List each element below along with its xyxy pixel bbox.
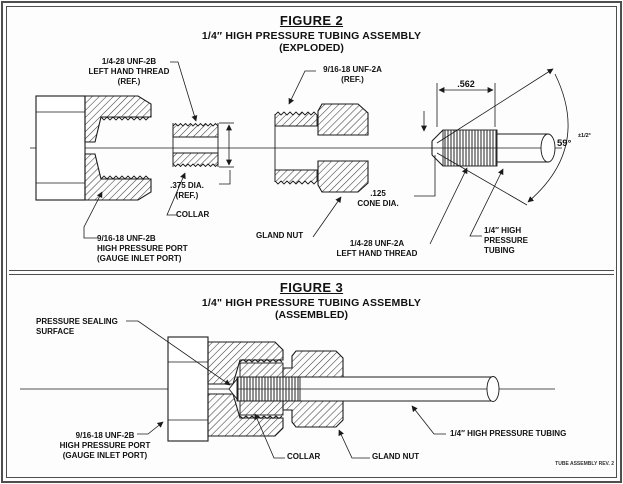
fig2-label-collar-thread: 1/4-28 UNF-2B LEFT HAND THREAD (REF.): [88, 57, 170, 87]
fig2-label-cone-dia: .125 CONE DIA.: [357, 189, 399, 209]
fig3-label-gland-nut: GLAND NUT: [372, 452, 420, 461]
fig3-label-sealing-surface: PRESSURE SEALING SURFACE: [36, 317, 118, 337]
figure3-subtitle: 1/4" HIGH PRESSURE TUBING ASSEMBLY: [201, 297, 422, 309]
fig2-angle-text: 59°: [557, 138, 572, 149]
figure3-drawing: [20, 320, 555, 459]
figure3-state: (ASSEMBLED): [275, 309, 348, 321]
fig3-label-tubing: 1/4″ HIGH PRESSURE TUBING: [450, 429, 567, 438]
fig2-dim-562-text: .562: [457, 79, 475, 89]
figure2-drawing: [30, 61, 569, 245]
fig3-tube-threaded-end: [228, 376, 301, 402]
fig2-port-body: [35, 95, 152, 201]
fig2-cone-dia-pointer: [414, 111, 436, 197]
fig3-port-body: [167, 336, 284, 442]
fig2-label-port: 9/16-18 UNF-2B HIGH PRESSURE PORT (GAUGE…: [97, 234, 188, 264]
revision-note: TUBE ASSEMBLY REV. 2: [555, 461, 614, 467]
figure2-subtitle: 1/4″ HIGH PRESSURE TUBING ASSEMBLY: [201, 30, 422, 42]
fig2-dim-562: [436, 83, 496, 127]
fig2-label-collar-dia: .375 DIA. (REF.): [170, 181, 204, 201]
figure2-title: FIGURE 2: [279, 13, 344, 28]
fig2-label-tube-thread: 1/4-28 UNF-2A LEFT HAND THREAD: [336, 239, 418, 259]
figure-divider: [9, 270, 614, 275]
figure3-title: FIGURE 3: [279, 280, 344, 295]
fig2-angle-59: [436, 68, 569, 206]
fig2-angle-tolerance-text: ±1/2°: [578, 133, 591, 139]
fig2-collar-shape: [172, 122, 219, 168]
fig2-label-gland-thread: 9/16-18 UNF-2A (REF.): [323, 65, 382, 85]
fig2-dim-375: [219, 122, 234, 185]
fig3-label-port: 9/16-18 UNF-2B HIGH PRESSURE PORT (GAUGE…: [59, 431, 151, 461]
fig2-gland-nut-shape: [274, 103, 369, 193]
fig3-tubing-shape: [343, 376, 500, 402]
fig3-leaders: [126, 320, 446, 459]
fig2-leaders: [83, 61, 504, 245]
fig2-tubing-shape: [431, 129, 556, 167]
figure2-state: (EXPLODED): [279, 42, 344, 54]
fig2-label-gland-nut: GLAND NUT: [256, 231, 304, 240]
fig3-gland-nut-shape: [282, 350, 344, 428]
fig2-label-tubing: 1/4″ HIGH PRESSURE TUBING: [484, 226, 529, 256]
fig2-label-collar: COLLAR: [176, 210, 210, 219]
fig3-label-collar: COLLAR: [287, 452, 321, 461]
